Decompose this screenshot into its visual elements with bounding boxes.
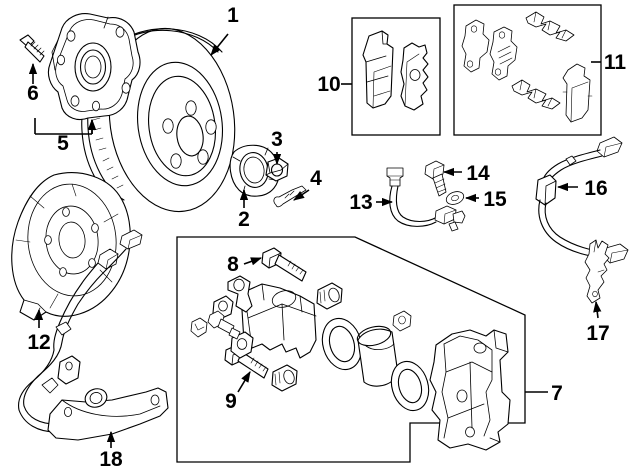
callout-label-17: 17 bbox=[586, 322, 609, 345]
callout-label-11: 11 bbox=[604, 51, 627, 74]
callout-label-5: 5 bbox=[57, 132, 69, 155]
callout-label-14: 14 bbox=[466, 162, 490, 185]
part-brake-hydraulic-hose[interactable] bbox=[386, 167, 466, 232]
callout-label-16: 16 bbox=[584, 177, 607, 200]
part-abs-harness-mounting-bracket[interactable] bbox=[18, 229, 169, 441]
part-wheel-hub-bearing-assembly[interactable] bbox=[47, 13, 141, 121]
part-brake-rotor-disc[interactable] bbox=[81, 20, 246, 219]
part-caliper-mounting-bracket[interactable] bbox=[429, 329, 511, 451]
callout-label-3: 3 bbox=[271, 128, 283, 151]
callout-label-4: 4 bbox=[310, 167, 322, 190]
callout-label-7: 7 bbox=[551, 382, 563, 405]
part-bleeder-screw[interactable] bbox=[207, 310, 241, 340]
callout-label-15: 15 bbox=[483, 188, 507, 211]
part-caliper-guide-pin-bolt-upper[interactable] bbox=[261, 247, 307, 282]
callout-label-1: 1 bbox=[227, 4, 239, 27]
part-caliper-small-bushing[interactable] bbox=[392, 310, 412, 332]
callout-label-9: 9 bbox=[225, 390, 237, 413]
part-abs-wheel-speed-sensor[interactable] bbox=[535, 136, 629, 264]
part-guide-pin-bushing-upper[interactable] bbox=[316, 282, 343, 310]
part-brake-backing-splash-plate[interactable] bbox=[11, 172, 131, 321]
callout-label-18: 18 bbox=[99, 448, 123, 468]
callout-label-12: 12 bbox=[27, 331, 50, 354]
callout-label-10: 10 bbox=[317, 73, 340, 96]
part-guide-pin-bushing-lower[interactable] bbox=[271, 364, 298, 392]
part-piston-dust-seal[interactable] bbox=[386, 357, 434, 415]
callout-label-6: 6 bbox=[27, 82, 39, 105]
part-caliper-piston-seal-outer[interactable] bbox=[317, 314, 368, 374]
part-copper-sealing-washer[interactable] bbox=[444, 189, 465, 206]
part-wheel-stud-bolt[interactable] bbox=[19, 34, 45, 63]
callout-label-2: 2 bbox=[238, 208, 250, 231]
callout-label-8: 8 bbox=[227, 253, 239, 276]
callout-label-13: 13 bbox=[349, 191, 372, 214]
part-bleeder-cap[interactable] bbox=[190, 317, 208, 338]
group-brake-hardware-shim-kit[interactable] bbox=[453, 4, 602, 136]
callout-leaders bbox=[28, 33, 602, 448]
group-brake-pad-set[interactable] bbox=[351, 17, 441, 136]
part-harness-retaining-clip[interactable] bbox=[584, 239, 610, 304]
